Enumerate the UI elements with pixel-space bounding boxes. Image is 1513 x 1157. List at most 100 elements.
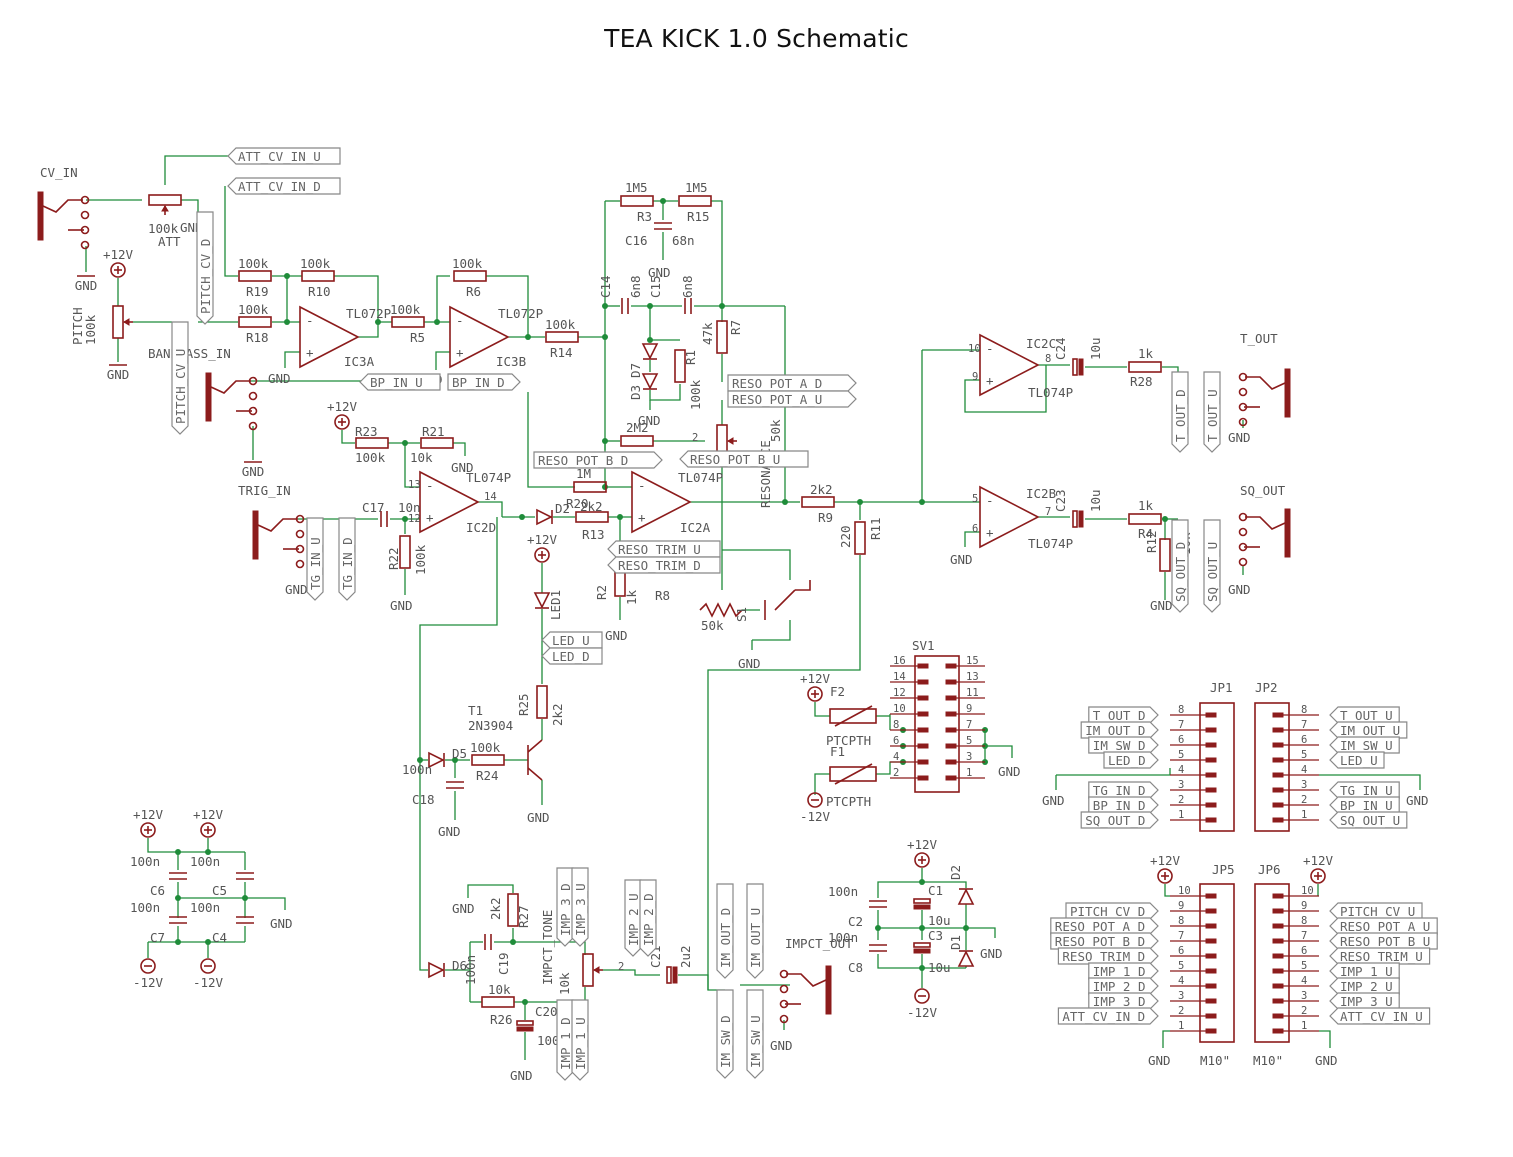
d2-label: D2 [948,865,963,880]
pin-number: 11 [966,687,979,699]
jack-pin [779,984,789,994]
pin-number: 4 [1301,975,1307,987]
pin-number: 8 [1301,915,1307,927]
r6-label: R6 [466,284,481,299]
pin-number: 16 [893,655,906,667]
pin-number: 2 [1301,1005,1307,1017]
page-title: TEA KICK 1.0 Schematic [604,24,909,53]
r25v-label: 2k2 [550,703,565,726]
resistor [1128,361,1162,373]
r23v-label: 100k [355,450,386,465]
c3-label: C3 [928,928,943,943]
net-flag-im_sw_u [746,989,764,1079]
junction-dot [602,334,608,340]
resistor [575,511,609,523]
net-flag-imp_3_d [556,867,574,947]
net-flag-label-led_u: LED_U [1340,753,1378,768]
net-flag-bp_in_d [447,373,521,391]
ptc-fuse [834,705,873,727]
supply-symbol [140,822,156,838]
r5-label: R5 [410,330,425,345]
net-flag-pitch_cv_d [196,211,214,325]
header-pin [1205,1028,1217,1034]
pin-number: 1 [966,767,972,779]
c23-label: C23 [1053,489,1068,512]
net-flag-im_out_d [716,883,734,979]
led1-label: LED1 [548,590,563,620]
net-flag-reso_pot_a_u [727,390,857,408]
r22v-label: 100k [413,544,428,575]
pin-number: 6 [1178,945,1184,957]
vneg-label: -12V [193,975,224,990]
r28v-label: 1k [1138,346,1154,361]
resistor [238,316,272,328]
header-pin [945,679,957,685]
supply-symbol [200,822,216,838]
c15-label: C15 [648,275,663,298]
gnd-label: GND [75,278,98,293]
net-flag-imp_1_d [1088,962,1159,980]
net-flag-label-imp_3_d: IMP_3_D [558,883,573,936]
net-flag-bp_in_d [1088,796,1159,814]
wire [527,392,557,488]
vpos-label: +12V [527,532,558,547]
resistor [674,349,686,383]
header-pin [945,711,957,717]
pin-header [1199,702,1235,832]
wire [436,275,450,322]
r22-label: R22 [386,547,401,570]
net-flag-reso_pot_a_u [1329,917,1438,935]
resistor [716,320,728,354]
transistor [527,767,543,781]
r14-label: R14 [550,345,573,360]
r18-label: R18 [246,330,269,345]
header-pin [1205,968,1217,974]
op-amp [979,333,1040,397]
att-label: ATT [158,234,181,249]
pin-number: 5 [966,735,972,747]
gnd-label: GND [738,656,761,671]
wire [435,351,450,370]
pin-number: 9 [966,703,972,715]
r4-label: R4 [1138,526,1153,541]
wire [467,884,514,898]
wire [964,365,1047,413]
pin-number: 6 [1178,734,1184,746]
header-pin [1205,757,1217,763]
electrolytic-capacitor [1072,358,1078,376]
net-flag-att_cv_in_d [227,177,341,195]
pin-number: 2 [618,961,624,973]
trig_in-label: TRIG_IN [238,483,291,498]
potentiometer-wiper [727,437,734,445]
op-amp-minus: - [306,313,314,328]
net-flag-label-led_d: LED_D [552,649,590,664]
net-flag-reso_trim_d [607,556,721,574]
r15v-label: 1M5 [685,180,708,195]
resistor [1128,513,1162,525]
tl074p_d-label: TL074P [466,470,511,485]
jack-pin [295,559,305,569]
r11-label: R11 [868,517,883,540]
jack-socket [1284,368,1291,418]
potentiometer [699,602,743,618]
potentiometer [148,194,182,206]
header-pin [1272,1028,1284,1034]
header-pin [1205,727,1217,733]
junction-dot [519,514,525,520]
header-pin [917,695,929,701]
d5-label: D5 [452,746,467,761]
header-pin [917,679,929,685]
net-flag-label-imp_3_u: IMP_3_U [1340,994,1393,1009]
op-amp [979,485,1040,549]
net-flag-tg_in_u [1329,781,1400,799]
net-flag-label-im_out_d: IM_OUT_D [718,908,733,968]
net-flag-reso_pot_b_u [1329,932,1438,950]
d3-label: D3 [628,385,643,400]
net-flag-label-im_sw_u: IM_SW_U [1340,738,1393,753]
wire [486,275,529,337]
wire [1162,1030,1170,1048]
header-pin [1205,787,1217,793]
wire [752,620,791,641]
ic2d-label: IC2D [466,520,496,535]
c24v-label: 10u [1088,337,1103,360]
